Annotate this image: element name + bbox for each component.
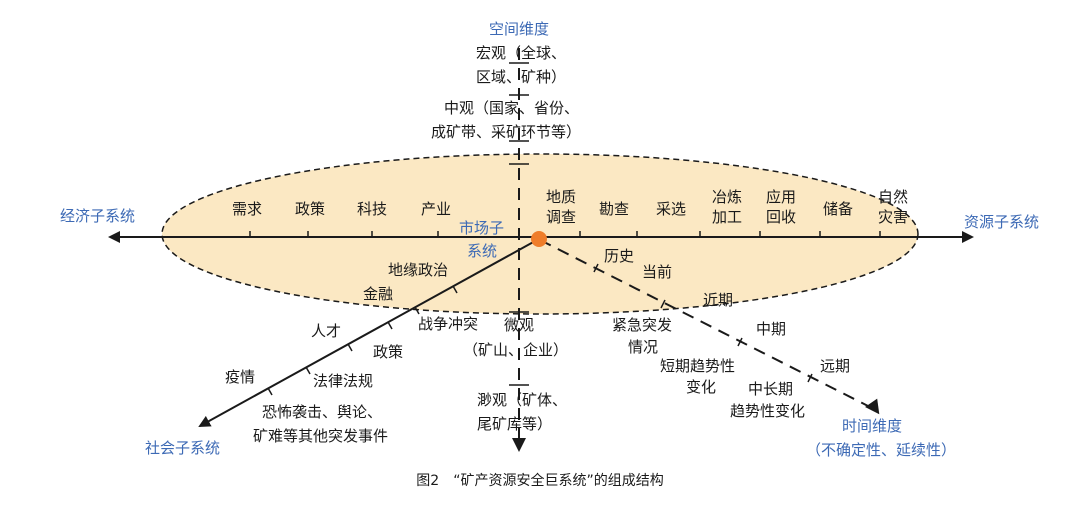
social-item-war: 战争冲突	[418, 315, 478, 333]
market-label-line1: 市场子	[459, 219, 504, 237]
time-ticks	[593, 263, 813, 383]
social-item-geo: 地缘政治	[388, 261, 448, 279]
resource-item-disaster-l2: 灾害	[878, 208, 908, 226]
economic-item-tech: 科技	[357, 200, 387, 218]
time-axis-label-line2: （不确定性、延续性）	[806, 441, 956, 459]
social-item-policy: 政策	[373, 343, 403, 361]
time-item-near: 近期	[703, 291, 733, 309]
social-item-events-l1: 恐怖袭击、舆论、	[262, 403, 382, 421]
resource-item-recycle-l2: 回收	[766, 208, 796, 226]
social-axis-label: 社会子系统	[145, 439, 220, 457]
economic-axis-label: 经济子系统	[60, 207, 135, 225]
time-item-history: 历史	[604, 247, 634, 265]
resource-item-survey-l2: 调查	[546, 208, 576, 226]
time-item-short-l1: 短期趋势性	[660, 357, 735, 375]
resource-item-recycle-l1: 应用	[766, 188, 796, 206]
time-item-far: 远期	[820, 357, 850, 375]
resource-item-survey-l1: 地质	[546, 188, 576, 206]
figure-caption: 图2 “矿产资源安全巨系统”的组成结构	[416, 472, 663, 489]
vertical-axis-arrowhead	[512, 438, 526, 452]
social-item-epidemic: 疫情	[225, 368, 255, 386]
social-item-talent: 人才	[311, 322, 341, 340]
time-item-mid: 中期	[756, 320, 786, 338]
time-axis-arrowhead	[865, 398, 880, 415]
time-item-current: 当前	[642, 263, 672, 281]
horizontal-ticks	[249, 231, 881, 237]
economic-item-policy: 政策	[295, 200, 325, 218]
resource-item-disaster-l1: 自然	[878, 188, 908, 206]
social-item-events-l2: 矿难等其他突发事件	[253, 427, 388, 445]
nano-label-line2: 尾矿库等）	[477, 415, 552, 433]
economic-item-demand: 需求	[232, 200, 262, 218]
social-item-finance: 金融	[363, 285, 393, 303]
macro-label-line1: 宏观（全球、	[476, 44, 566, 62]
time-item-midlong-l2: 趋势性变化	[730, 402, 805, 420]
space-axis-label: 空间维度	[489, 20, 549, 38]
micro-label-line2: （矿山、企业）	[463, 341, 568, 359]
meso-label-line2: 成矿带、采矿环节等）	[431, 123, 581, 141]
economic-item-industry: 产业	[421, 200, 451, 218]
origin-dot	[531, 231, 547, 247]
resource-item-smelting-l1: 冶炼	[712, 188, 742, 206]
micro-label-line1: 微观	[504, 316, 534, 334]
macro-label-line2: 区域、矿种）	[476, 68, 566, 86]
time-item-short-l2: 变化	[686, 378, 716, 396]
time-item-emergency-l1: 紧急突发	[612, 316, 672, 334]
nano-label-line1: 渺观（矿体、	[477, 391, 567, 409]
resource-axis-label: 资源子系统	[964, 213, 1039, 231]
resource-item-mining: 采选	[656, 200, 686, 218]
time-item-emergency-l2: 情况	[628, 338, 658, 356]
meso-label-line1: 中观（国家、省份、	[444, 99, 579, 117]
time-axis-label-line1: 时间维度	[842, 417, 902, 435]
social-axis	[198, 239, 538, 427]
social-ticks	[267, 285, 458, 396]
time-item-midlong-l1: 中长期	[748, 380, 793, 398]
resource-item-reserve: 储备	[823, 200, 853, 218]
social-item-law: 法律法规	[313, 372, 373, 390]
resource-item-smelting-l2: 加工	[712, 208, 742, 226]
market-label-line2: 系统	[467, 242, 497, 260]
resource-item-exploration: 勘查	[599, 200, 629, 218]
vertical-ticks	[509, 62, 529, 386]
